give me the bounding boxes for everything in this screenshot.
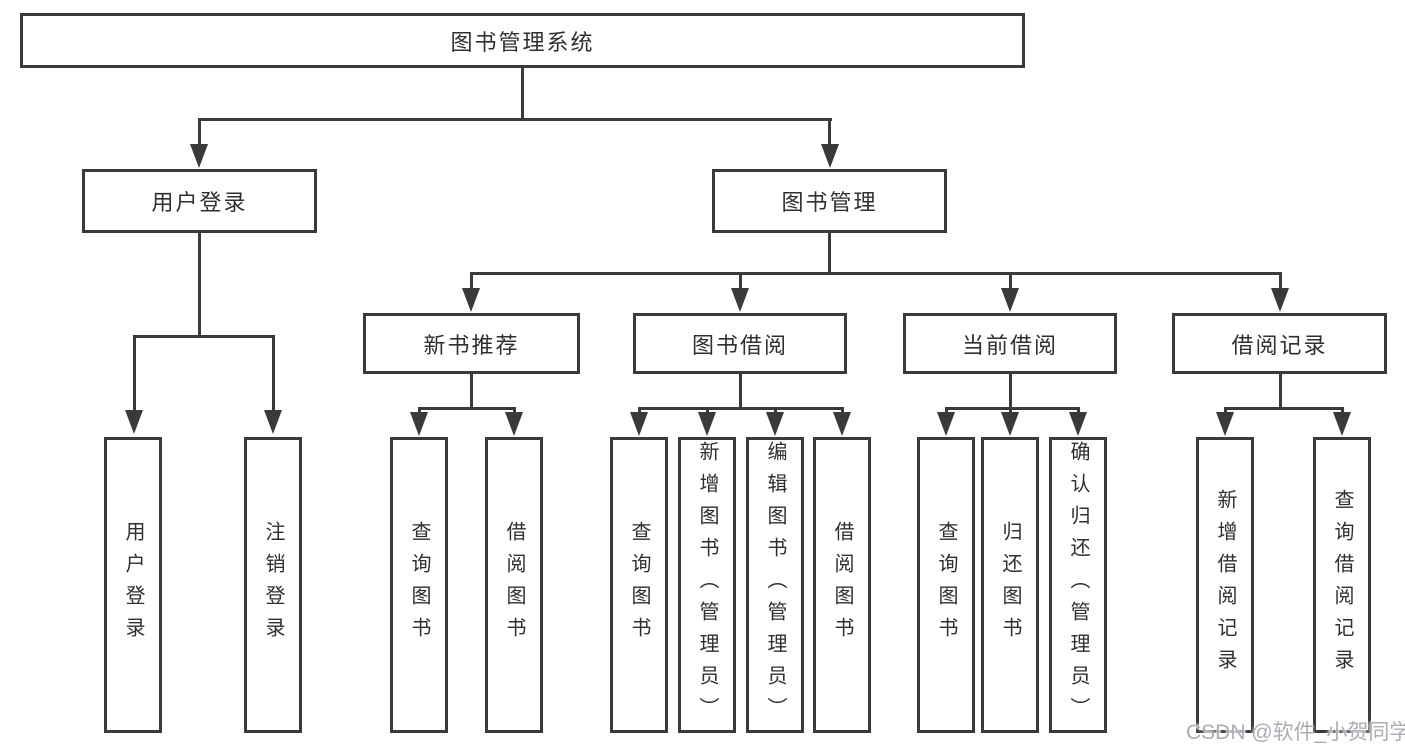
leaf-node-logout: 注销登录 <box>244 437 302 733</box>
level2-node-label: 新书推荐 <box>423 332 520 358</box>
connector-shaft <box>1279 274 1282 289</box>
connector-shaft <box>1009 409 1012 413</box>
leaf-node-query-borrow-record: 查询借阅记录 <box>1313 437 1371 733</box>
level1-node-book-management: 图书管理 <box>712 169 947 233</box>
leaf-node-label: 新增图书（管理员） <box>696 441 718 729</box>
connector-recommend-bar <box>418 407 516 410</box>
leaf-node-user-login: 用户登录 <box>104 437 162 733</box>
connector-records-stem <box>1279 374 1282 409</box>
leaf-node-edit-books-admin: 编辑图书（管理员） <box>746 437 804 733</box>
arrow-down-icon <box>1001 288 1019 312</box>
arrow-down-icon <box>1216 412 1234 436</box>
connector-shaft <box>945 409 948 413</box>
connector-shaft <box>1009 274 1012 289</box>
connector-shaft <box>774 409 777 413</box>
arrow-down-icon <box>1271 288 1289 312</box>
leaf-node-label: 查询借阅记录 <box>1331 489 1353 681</box>
leaf-node-query-books-recommend: 查询图书 <box>390 437 448 733</box>
arrow-down-icon <box>630 412 648 436</box>
connector-root-stem <box>521 68 524 120</box>
leaf-node-borrow-books: 借阅图书 <box>813 437 871 733</box>
connector-root-bar <box>198 118 832 121</box>
connector-records-bar <box>1224 407 1344 410</box>
connector-shaft <box>198 120 201 144</box>
level2-node-label: 当前借阅 <box>961 332 1058 358</box>
connector-shaft <box>841 409 844 413</box>
leaf-node-label: 用户登录 <box>122 521 144 649</box>
leaf-node-return-books: 归还图书 <box>981 437 1039 733</box>
level1-node-label: 用户登录 <box>151 190 248 215</box>
connector-borrow-bar <box>638 407 844 410</box>
connector-shaft <box>133 337 136 411</box>
arrow-down-icon <box>410 412 428 436</box>
connector-shaft <box>1077 409 1080 413</box>
leaf-node-query-books-borrow: 查询图书 <box>610 437 668 733</box>
connector-recommend-stem <box>470 374 473 409</box>
leaf-node-label: 借阅图书 <box>831 521 853 649</box>
connector-shaft <box>470 274 473 289</box>
leaf-node-label: 查询图书 <box>935 521 957 649</box>
leaf-node-borrow-books-recommend: 借阅图书 <box>485 437 543 733</box>
connector-shaft <box>1341 409 1344 413</box>
arrow-down-icon <box>698 412 716 436</box>
connector-shaft <box>418 409 421 413</box>
connector-current-bar <box>945 407 1080 410</box>
leaf-node-label: 归还图书 <box>999 521 1021 649</box>
level2-node-borrow-records: 借阅记录 <box>1172 313 1387 374</box>
connector-userlogin-stem <box>198 233 201 337</box>
leaf-node-label: 编辑图书（管理员） <box>764 441 786 729</box>
leaf-node-query-books-current: 查询图书 <box>917 437 975 733</box>
connector-bookmgmt-stem <box>828 233 831 274</box>
leaf-node-add-books-admin: 新增图书（管理员） <box>678 437 736 733</box>
arrow-down-icon <box>1001 412 1019 436</box>
connector-userlogin-bar <box>133 335 275 338</box>
arrow-down-icon <box>190 144 208 168</box>
leaf-node-label: 注销登录 <box>262 521 284 649</box>
leaf-node-label: 确认归还（管理员） <box>1067 441 1089 729</box>
level2-node-new-book-recommend: 新书推荐 <box>363 313 580 374</box>
level1-node-user-login: 用户登录 <box>82 169 317 233</box>
arrow-down-icon <box>937 412 955 436</box>
connector-borrow-stem <box>739 374 742 409</box>
arrow-down-icon <box>1333 412 1351 436</box>
arrow-down-icon <box>505 412 523 436</box>
arrow-down-icon <box>821 144 839 168</box>
connector-shaft <box>638 409 641 413</box>
level1-node-label: 图书管理 <box>781 190 878 215</box>
root-node-label: 图书管理系统 <box>450 29 595 55</box>
leaf-node-label: 查询图书 <box>628 521 650 649</box>
connector-shaft <box>513 409 516 413</box>
connector-shaft <box>706 409 709 413</box>
leaf-node-confirm-return-admin: 确认归还（管理员） <box>1049 437 1107 733</box>
arrow-down-icon <box>833 412 851 436</box>
connector-shaft <box>828 120 831 144</box>
connector-shaft <box>1224 409 1227 413</box>
arrow-down-icon <box>462 288 480 312</box>
leaf-node-label: 借阅图书 <box>503 521 525 649</box>
level2-node-label: 借阅记录 <box>1231 332 1328 358</box>
arrow-down-icon <box>264 410 282 434</box>
connector-current-stem <box>1009 374 1012 409</box>
watermark-text: CSDN @软件_小贺同学 <box>1186 721 1405 744</box>
connector-bookmgmt-bar <box>470 272 1282 275</box>
arrow-down-icon <box>125 410 143 434</box>
level2-node-book-borrow: 图书借阅 <box>633 313 847 374</box>
connector-shaft <box>272 337 275 411</box>
root-node-library-system: 图书管理系统 <box>20 13 1025 68</box>
arrow-down-icon <box>731 288 749 312</box>
leaf-node-label: 查询图书 <box>408 521 430 649</box>
leaf-node-label: 新增借阅记录 <box>1214 489 1236 681</box>
arrow-down-icon <box>766 412 784 436</box>
level2-node-label: 图书借阅 <box>691 332 788 358</box>
leaf-node-add-borrow-record: 新增借阅记录 <box>1196 437 1254 733</box>
arrow-down-icon <box>1069 412 1087 436</box>
connector-shaft <box>739 274 742 289</box>
level2-node-current-borrow: 当前借阅 <box>903 313 1117 374</box>
